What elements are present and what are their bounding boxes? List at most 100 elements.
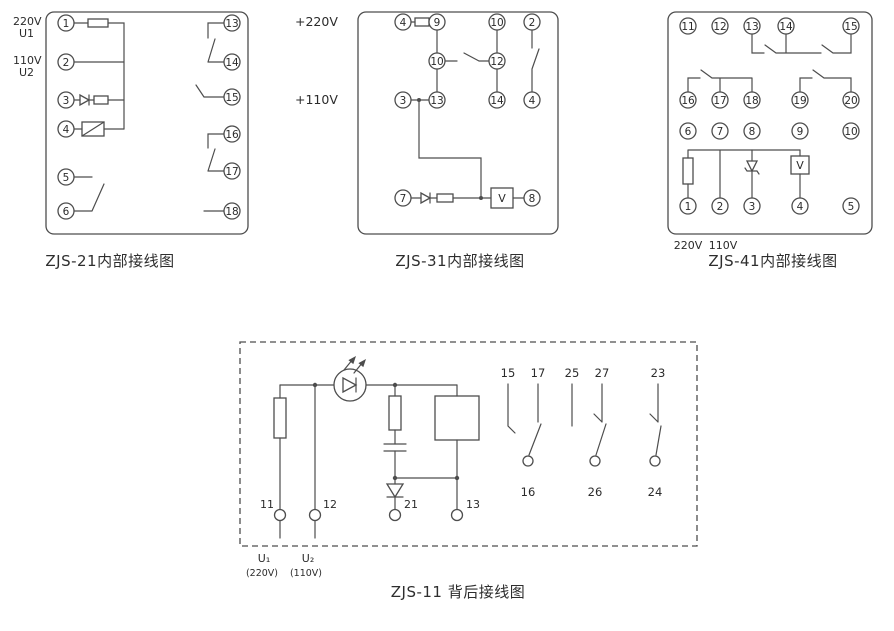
terminal-number: 20 — [844, 95, 857, 107]
contact-10-12 — [444, 52, 490, 62]
terminal-16: 16 — [679, 91, 697, 109]
terminal-number: 4 — [400, 17, 407, 29]
junction-dot — [392, 475, 398, 481]
terminal-number: 8 — [529, 193, 536, 205]
zjs41-diagram: V 11 12 13 14 15 16 17 18 19 20 6 7 8 9 … — [667, 11, 873, 252]
capacitor-icon — [383, 443, 407, 452]
terminal-12: 12 — [488, 52, 506, 70]
terminal-number: 14 — [225, 57, 239, 69]
wire — [436, 29, 498, 93]
terminal-20: 20 — [842, 91, 860, 109]
terminal-2: 2 — [523, 13, 541, 31]
zjs11-circuit — [273, 356, 480, 539]
volt-label: 110V — [13, 54, 42, 67]
terminal-4b: 4 — [523, 91, 541, 109]
zjs31-diagram: +220V +110V V 4 9 10 2 10 12 — [295, 11, 559, 235]
terminal-number: 16 — [225, 129, 239, 141]
zjs31-terminals: 4 9 10 2 10 12 3 13 14 4 7 8 — [394, 13, 541, 207]
terminal-13: 13 — [743, 17, 761, 35]
terminal-10b: 10 — [428, 52, 446, 70]
contact-16-17 — [207, 133, 225, 172]
contact-blade — [655, 425, 662, 456]
terminal-7: 7 — [711, 122, 729, 140]
diode-icon — [420, 191, 432, 205]
contact-15 — [195, 84, 225, 98]
terminal-number: 9 — [797, 126, 804, 138]
volt-label: +110V — [295, 92, 338, 107]
terminal-13: 13 — [428, 91, 446, 109]
junction-dot — [417, 98, 421, 102]
meter-box: V — [790, 149, 810, 199]
terminal-number: 7 — [400, 193, 407, 205]
terminal-stud-12 — [308, 508, 322, 522]
zjs11-diagram: 11 12 21 13 U₁ (220V) U₂ (110V) 15 17 25 — [239, 341, 698, 579]
terminal-number: 6 — [63, 206, 70, 218]
terminal-2: 2 — [57, 53, 75, 71]
terminal-number: 6 — [685, 126, 692, 138]
zjs41-wiring: V — [682, 33, 852, 199]
terminal-13: 13 — [223, 14, 241, 32]
volt-label: U2 — [19, 66, 34, 79]
zjs11-enclosure-outline — [239, 341, 698, 547]
terminal-number: 12 — [323, 498, 337, 511]
terminal-number: 11 — [260, 498, 274, 511]
contact-line-23 — [649, 383, 659, 423]
terminal-number: 4 — [797, 201, 804, 213]
resistor-icon — [414, 17, 430, 27]
terminal-14: 14 — [488, 91, 506, 109]
terminal-number: 15 — [844, 21, 857, 33]
terminal-6: 6 — [57, 202, 75, 220]
contact-blade — [595, 423, 607, 456]
terminal-number: 12 — [713, 21, 726, 33]
terminal-1: 1 — [679, 197, 697, 215]
meter-box: V — [490, 187, 514, 209]
meter-label: V — [796, 159, 804, 172]
zjs21-case-outline — [45, 11, 249, 235]
contact-line-15 — [507, 383, 516, 434]
terminal-18: 18 — [743, 91, 761, 109]
terminal-number: 3 — [749, 201, 756, 213]
resistor-icon — [87, 18, 109, 28]
terminal-number: 2 — [63, 57, 70, 69]
contact-13-14 — [207, 22, 225, 63]
zjs11-caption: ZJS-11 背后接线图 — [390, 583, 526, 601]
input-label-u2: U₂ — [302, 552, 314, 565]
resistor-icon — [436, 193, 454, 203]
contact-number: 27 — [595, 366, 610, 380]
zjs21-diagram: 220V U1 110V U2 1 2 3 4 — [13, 11, 249, 235]
terminal-14: 14 — [223, 53, 241, 71]
terminal-number: 7 — [717, 126, 724, 138]
contact-number: 17 — [531, 366, 546, 380]
contact-stud-26 — [589, 455, 601, 467]
contact-number: 26 — [588, 485, 603, 499]
terminal-3: 3 — [743, 197, 761, 215]
wire — [73, 22, 125, 130]
terminal-number: 15 — [225, 92, 238, 104]
contact-number: 25 — [565, 366, 580, 380]
terminal-number: 11 — [681, 21, 694, 33]
wire — [687, 149, 801, 199]
resistor-icon — [388, 395, 402, 431]
contacts-16-17-18 — [687, 69, 753, 93]
contact-2-4 — [531, 29, 540, 93]
zjs41-terminals: 11 12 13 14 15 16 17 18 19 20 6 7 8 9 10… — [679, 17, 860, 215]
terminal-stud-13 — [450, 508, 464, 522]
terminal-stud-11 — [273, 508, 287, 522]
terminal-number: 9 — [434, 17, 441, 29]
terminal-number: 5 — [848, 201, 855, 213]
volt-label: +220V — [295, 14, 338, 29]
wire — [410, 192, 525, 204]
resistor-icon — [682, 157, 694, 185]
terminal-7: 7 — [394, 189, 412, 207]
terminal-number: 16 — [681, 95, 695, 107]
terminal-5: 5 — [842, 197, 860, 215]
zjs31-caption: ZJS-31内部接线图 — [395, 252, 525, 270]
zjs41-caption: ZJS-41内部接线图 — [708, 252, 838, 270]
input-label-u1: U₁ — [258, 552, 270, 565]
terminal-number: 8 — [749, 126, 756, 138]
zjs11-contact-group: 15 17 25 27 23 16 26 24 — [501, 366, 666, 499]
terminal-number: 3 — [63, 95, 70, 107]
zjs21-voltage-labels: 220V U1 110V U2 — [13, 15, 42, 79]
zjs11-terminals: 11 12 21 13 — [260, 498, 480, 522]
